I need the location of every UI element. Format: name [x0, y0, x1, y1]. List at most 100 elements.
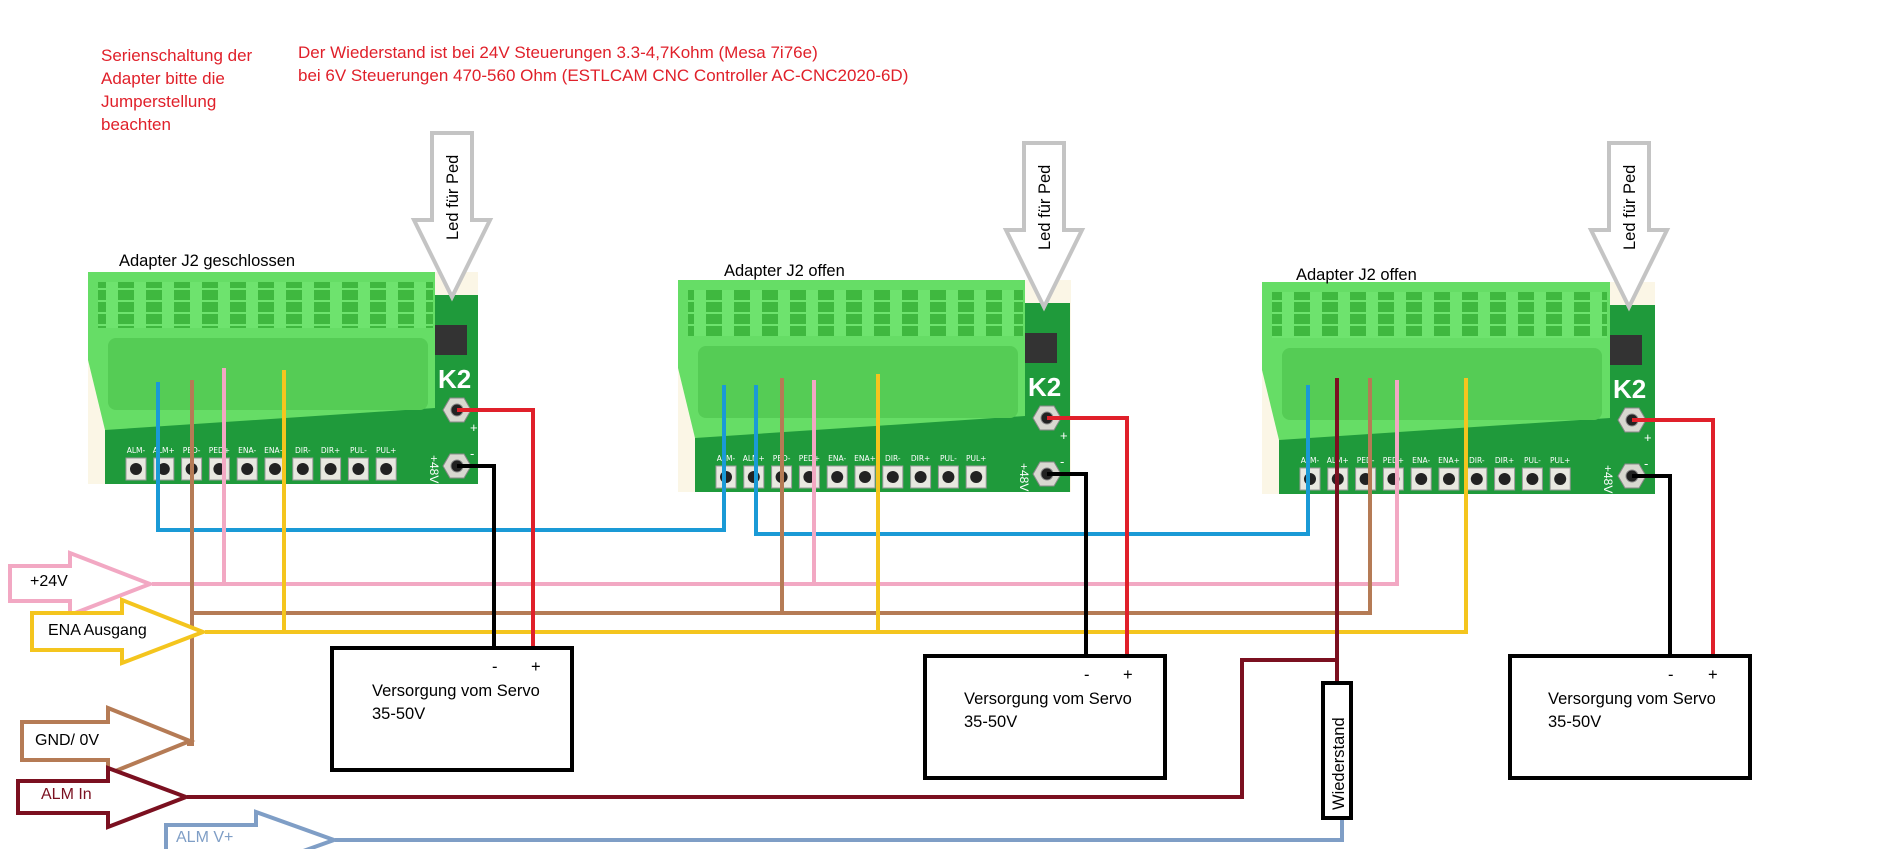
supply-minus-3: -	[1668, 666, 1674, 684]
led-label-2: Led für Ped	[1036, 165, 1054, 250]
pin-label: ENA+	[1438, 456, 1460, 465]
terminal-2-pul+: PUL+	[965, 454, 987, 489]
resistor-label: Wiederstand	[1330, 717, 1348, 810]
adapter-title-2: Adapter J2 offen	[724, 262, 845, 280]
k2-plus-2: +	[1060, 428, 1068, 443]
terminal-1-alm-: ALM-	[125, 446, 147, 481]
supply-label-3a: Versorgung vom Servo	[1548, 690, 1716, 708]
led-arrow-1	[410, 131, 494, 302]
terminal-3-ped+: PED+	[1383, 456, 1404, 491]
resistor-note-line1: Der Wiederstand ist bei 24V Steuerungen …	[298, 43, 818, 62]
input-label-ena: ENA Ausgang	[48, 622, 147, 639]
pin-label: ALM-	[717, 454, 736, 463]
resistor-body	[1321, 681, 1353, 820]
pin-label: ENA-	[1412, 456, 1430, 465]
black-wire-3	[1632, 474, 1672, 656]
terminal-3-ped-: PED-	[1355, 456, 1377, 491]
k2-label-2: K2	[1028, 372, 1061, 402]
red-wire-3	[1632, 418, 1715, 656]
pin-label: DIR-	[1469, 456, 1485, 465]
pin-label: ALM-	[1301, 456, 1320, 465]
terminal-2-ena+: ENA+	[854, 454, 876, 489]
pin-label: PED+	[209, 446, 230, 455]
supply-box-1	[330, 646, 574, 772]
adapter-board-1	[88, 272, 478, 484]
arrow-gnd	[20, 705, 196, 777]
supply-minus-1: -	[492, 658, 498, 676]
terminal-2-dir-: DIR-	[882, 454, 904, 489]
k2-label-1: K2	[438, 364, 471, 394]
supply-box-2	[923, 654, 1167, 780]
adapter-title-1: Adapter J2 geschlossen	[119, 252, 296, 270]
terminal-1-pul-: PUL-	[347, 446, 369, 481]
pin-label: DIR-	[885, 454, 901, 463]
pin-label: ENA+	[854, 454, 876, 463]
red-wire-1	[457, 408, 535, 648]
voltage-label-3: +48V	[1601, 465, 1615, 493]
arrow-alm-v	[164, 809, 340, 849]
pin-label: PUL-	[1524, 456, 1541, 465]
k2-labels: K2 K2 K2 +48V +48V +48V + - + - + -	[427, 364, 1652, 493]
pin-label: ALM+	[743, 454, 765, 463]
pin-label: PED+	[1383, 456, 1404, 465]
pin-label: DIR+	[911, 454, 930, 463]
k2-label-3: K2	[1613, 374, 1646, 404]
pin-label: PED+	[799, 454, 820, 463]
input-label-alm-in: ALM In	[41, 786, 92, 803]
input-arrows	[8, 550, 340, 849]
adapter-title-3: Adapter J2 offen	[1296, 266, 1417, 284]
arrow-ena	[30, 597, 209, 666]
supply-plus-2: +	[1123, 666, 1133, 684]
terminal-2-ena-: ENA-	[826, 454, 848, 489]
supply-label-3b: 35-50V	[1548, 713, 1602, 731]
pin-label: PED-	[1357, 456, 1375, 465]
supply-plus-3: +	[1708, 666, 1718, 684]
supply-label-2a: Versorgung vom Servo	[964, 690, 1132, 708]
terminal-1-pul+: PUL+	[375, 446, 397, 481]
pin-label: ENA-	[238, 446, 256, 455]
input-label-24v: +24V	[30, 573, 68, 590]
blue-wire-1	[156, 382, 726, 532]
k2-minus-3: -	[1644, 456, 1648, 471]
terminal-3-dir+: DIR+	[1494, 456, 1516, 491]
terminal-1-ena-: ENA-	[236, 446, 258, 481]
supply-box-3	[1508, 654, 1752, 780]
k2-plus-1: +	[470, 420, 478, 435]
pin-label: DIR-	[295, 446, 311, 455]
pin-label: ALM-	[127, 446, 146, 455]
led-arrows	[410, 131, 1671, 312]
alm-in-wire	[187, 378, 1339, 799]
resistor-note-line2: bei 6V Steuerungen 470-560 Ohm (ESTLCAM …	[298, 66, 909, 85]
k2-minus-2: -	[1060, 454, 1064, 469]
pin-label: PUL+	[376, 446, 396, 455]
wires	[152, 368, 1715, 842]
terminal-3-dir-: DIR-	[1466, 456, 1488, 491]
terminal-2-pul-: PUL-	[937, 454, 959, 489]
k2-minus-1: -	[470, 446, 474, 461]
led-label-3: Led für Ped	[1621, 165, 1639, 250]
terminal-3-pul+: PUL+	[1549, 456, 1571, 491]
supply-boxes	[330, 646, 1752, 780]
k2-plus-3: +	[1644, 430, 1652, 445]
terminal-3-pul-: PUL-	[1521, 456, 1543, 491]
pin-label: ALM+	[153, 446, 175, 455]
supply-label-1a: Versorgung vom Servo	[372, 682, 540, 700]
supply-plus-1: +	[531, 658, 541, 676]
black-wire-2	[1047, 472, 1088, 656]
led-label-1: Led für Ped	[444, 155, 462, 240]
voltage-label-2: +48V	[1017, 463, 1031, 491]
pin-label: ENA+	[264, 446, 286, 455]
terminal-2-ped+: PED+	[799, 454, 820, 489]
arrow-24v	[8, 550, 156, 618]
pin-label: DIR+	[321, 446, 340, 455]
pin-label: PUL-	[940, 454, 957, 463]
yellow-wire	[205, 378, 1468, 634]
series-note: Serienschaltung der Adapter bitte die Ju…	[101, 46, 253, 134]
pin-label: PUL+	[966, 454, 986, 463]
supply-label-1b: 35-50V	[372, 705, 426, 723]
input-label-alm-v: ALM V+	[176, 829, 234, 846]
terminal-3-ena-: ENA-	[1410, 456, 1432, 491]
terminal-1-dir+: DIR+	[320, 446, 342, 481]
arrow-alm-in	[16, 765, 192, 830]
supply-label-2b: 35-50V	[964, 713, 1018, 731]
